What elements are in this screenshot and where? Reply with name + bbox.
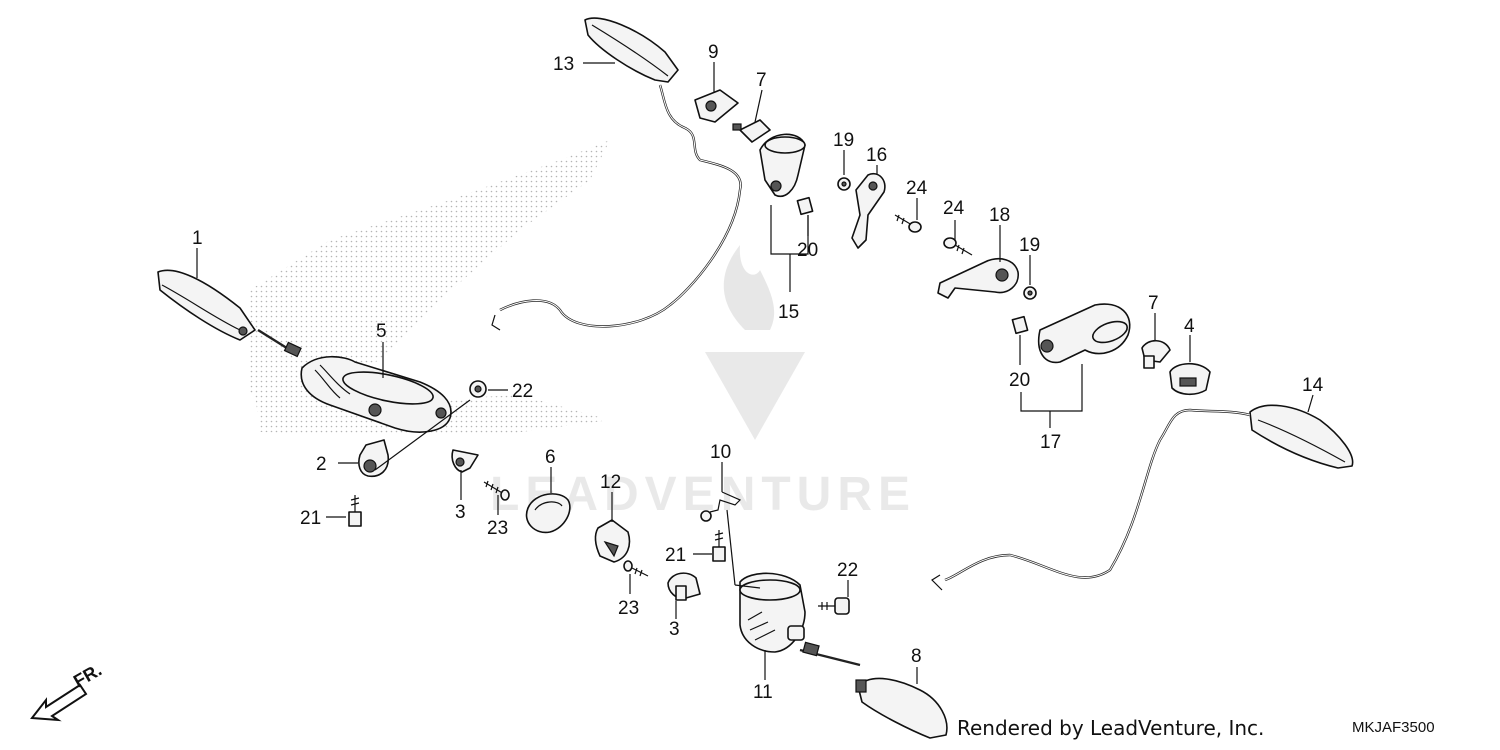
part-3-clip-b[interactable] bbox=[667, 572, 701, 601]
callout-21: 21 bbox=[665, 545, 686, 566]
front-arrow-icon bbox=[30, 683, 88, 722]
part-17-bracket[interactable] bbox=[1038, 303, 1131, 364]
callout-16: 16 bbox=[866, 145, 887, 166]
leader-lines bbox=[196, 62, 1314, 684]
part-23-screw-b[interactable] bbox=[623, 560, 649, 577]
callout-24: 24 bbox=[943, 198, 965, 219]
callout-7: 7 bbox=[756, 70, 767, 91]
callout-23: 23 bbox=[618, 598, 639, 619]
callout-13: 13 bbox=[553, 54, 574, 75]
callout-11: 11 bbox=[753, 682, 773, 703]
part-21-bolt-b[interactable] bbox=[712, 530, 726, 562]
callout-18: 18 bbox=[989, 205, 1010, 226]
callout-22: 22 bbox=[512, 381, 533, 402]
flame-icon bbox=[723, 245, 775, 330]
part-7-clip-upper[interactable] bbox=[732, 119, 771, 143]
callout-1: 1 bbox=[192, 228, 203, 249]
callout-9: 9 bbox=[708, 42, 719, 63]
watermark-v-icon bbox=[705, 352, 805, 440]
part-10-bracket[interactable] bbox=[700, 491, 742, 522]
callout-3: 3 bbox=[455, 502, 466, 523]
callout-22: 22 bbox=[837, 560, 858, 581]
render-credit: Rendered by LeadVenture, Inc. bbox=[957, 716, 1265, 740]
part-13-turn-signal-upper[interactable] bbox=[491, 17, 742, 331]
part-5-signal-housing-left[interactable] bbox=[300, 355, 452, 433]
part-9-grommet[interactable] bbox=[694, 89, 739, 123]
diagram-code: MKJAF3500 bbox=[1352, 719, 1435, 736]
callout-8: 8 bbox=[911, 646, 922, 667]
part-22-nut-a[interactable] bbox=[469, 380, 487, 398]
callout-15: 15 bbox=[778, 302, 799, 323]
callout-10: 10 bbox=[710, 442, 731, 463]
part-15-bracket[interactable] bbox=[759, 133, 806, 197]
part-6-grommet[interactable] bbox=[525, 493, 571, 534]
part-19-washer-b[interactable] bbox=[1023, 286, 1037, 300]
part-14-turn-signal-right[interactable] bbox=[931, 404, 1354, 591]
callout-2: 2 bbox=[316, 454, 327, 475]
callout-14: 14 bbox=[1302, 375, 1324, 396]
callout-21: 21 bbox=[300, 508, 321, 529]
front-label: FR. bbox=[70, 660, 105, 692]
callout-19: 19 bbox=[1019, 235, 1040, 256]
part-3-clip-a[interactable] bbox=[451, 449, 479, 473]
callout-3: 3 bbox=[669, 619, 680, 640]
callout-23: 23 bbox=[487, 518, 508, 539]
part-22-nut-b[interactable] bbox=[818, 597, 850, 615]
part-23-screw-a[interactable] bbox=[483, 480, 510, 501]
callout-5: 5 bbox=[376, 321, 387, 342]
part-21-bolt-a[interactable] bbox=[348, 495, 362, 527]
part-11-signal-housing-right[interactable] bbox=[739, 572, 806, 653]
callout-labels: 1 2 3 3 4 5 6 7 7 8 9 10 11 12 13 14 15 … bbox=[192, 42, 1324, 703]
leadventure-watermark: LEADVENTURE bbox=[490, 245, 910, 521]
part-18-stay[interactable] bbox=[937, 258, 1019, 299]
callout-20: 20 bbox=[1009, 370, 1030, 391]
callout-4: 4 bbox=[1184, 316, 1195, 337]
part-1-turn-signal-left[interactable] bbox=[157, 269, 302, 358]
part-7-clip-right[interactable] bbox=[1141, 339, 1171, 369]
callout-19: 19 bbox=[833, 130, 854, 151]
callout-17: 17 bbox=[1040, 432, 1061, 453]
part-24-bolt-a[interactable] bbox=[894, 214, 922, 233]
part-24-bolt-b[interactable] bbox=[943, 237, 973, 256]
part-8-turn-signal-front[interactable] bbox=[799, 641, 948, 739]
part-2-clamp[interactable] bbox=[358, 439, 390, 478]
part-4-grommet[interactable] bbox=[1169, 362, 1211, 396]
part-16-stay[interactable] bbox=[851, 173, 886, 249]
callout-7: 7 bbox=[1148, 293, 1159, 314]
callout-6: 6 bbox=[545, 447, 556, 468]
callout-12: 12 bbox=[600, 472, 621, 493]
callout-24: 24 bbox=[906, 178, 928, 199]
part-19-washer-a[interactable] bbox=[837, 177, 851, 191]
part-20-nut-b[interactable] bbox=[1011, 315, 1029, 335]
part-20-nut-a[interactable] bbox=[796, 196, 814, 216]
callout-20: 20 bbox=[797, 240, 818, 261]
part-12-cover[interactable] bbox=[594, 519, 631, 563]
front-direction-marker: FR. bbox=[30, 660, 105, 722]
